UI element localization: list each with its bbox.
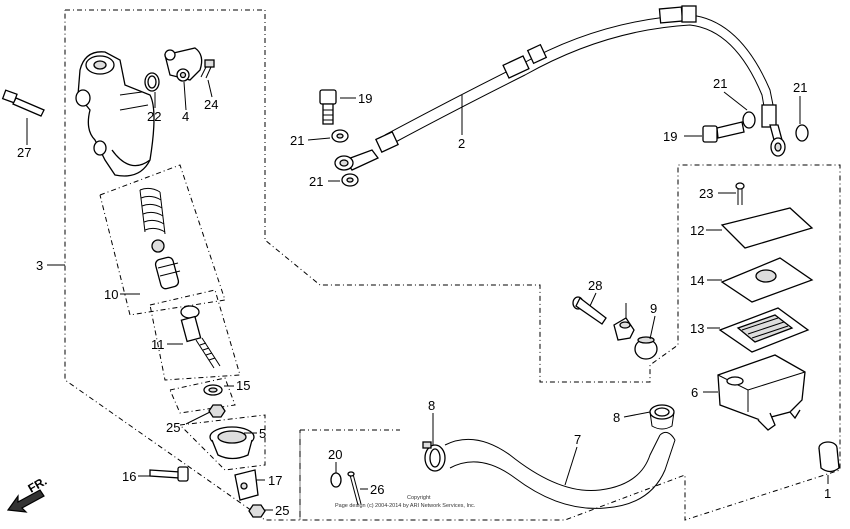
joint-fitting — [164, 47, 203, 82]
callout-28: 28 — [588, 278, 602, 293]
sealing-washer-d — [795, 124, 809, 142]
callout-8b: 8 — [613, 410, 620, 425]
sealing-washer-b-hole — [346, 177, 354, 183]
callout-8a: 8 — [428, 398, 435, 413]
callout-26: 26 — [370, 482, 384, 497]
diaphragm-13 — [718, 307, 810, 353]
callout-6: 6 — [691, 385, 698, 400]
push-rod — [180, 305, 221, 369]
callout-1: 1 — [824, 486, 831, 501]
callout-19a: 19 — [358, 91, 372, 106]
copyright-line-2: Page design (c) 2004-2014 by ARI Network… — [335, 503, 476, 509]
banjo-end-left — [334, 149, 380, 171]
callout-4: 4 — [182, 109, 189, 124]
copyright-line-1: Copyright — [407, 495, 431, 501]
callout-11: 11 — [151, 337, 165, 352]
bolt-28 — [572, 296, 607, 325]
callout-15: 15 — [236, 378, 250, 393]
banjo-bolt-left — [319, 89, 337, 125]
spring — [139, 187, 166, 235]
callout-20: 20 — [328, 447, 342, 462]
callout-16: 16 — [122, 469, 136, 484]
banjo-end-right — [769, 124, 786, 157]
callout-23: 23 — [699, 186, 713, 201]
washer-20 — [330, 472, 342, 488]
callout-27: 27 — [17, 145, 31, 160]
callout-21c: 21 — [713, 76, 727, 91]
hose-clamp-right — [649, 404, 675, 430]
nut-25-lower — [248, 504, 266, 518]
screw-24 — [200, 59, 215, 79]
cotter-pin-26 — [347, 471, 362, 506]
group-outline-left — [64, 9, 841, 521]
callout-17: 17 — [268, 473, 282, 488]
washer-15-hole — [208, 387, 218, 393]
sealing-washer-a-hole — [336, 133, 344, 139]
callout-13: 13 — [690, 321, 704, 336]
callout-3: 3 — [36, 258, 43, 273]
boot-5 — [209, 426, 255, 460]
reservoir-cap — [720, 207, 814, 249]
clevis-17 — [234, 469, 259, 501]
nut-25 — [208, 404, 226, 418]
brake-hose — [375, 5, 777, 154]
callout-14: 14 — [690, 273, 704, 288]
group-outline-boot — [179, 414, 266, 471]
o-ring-inner — [147, 75, 157, 89]
group-outline-inner — [99, 164, 226, 316]
leader-lines — [26, 79, 829, 511]
screw-23 — [735, 182, 745, 205]
bolt-16 — [149, 466, 189, 482]
callout-24: 24 — [204, 97, 218, 112]
reservoir-hose — [444, 431, 676, 509]
hose-clamp-left — [422, 441, 446, 472]
callout-9: 9 — [650, 301, 657, 316]
callout-25b: 25 — [275, 503, 289, 518]
callout-21a: 21 — [290, 133, 304, 148]
callout-12: 12 — [690, 223, 704, 238]
callout-25a: 25 — [166, 420, 180, 435]
group-outline-washer — [169, 377, 236, 414]
callout-labels: 3 10 11 15 25 5 16 17 25 27 22 4 24 19 2… — [17, 76, 831, 518]
spring-seat — [151, 239, 165, 253]
banjo-bolt-right — [702, 121, 745, 143]
callout-21b: 21 — [309, 174, 323, 189]
sealing-washer-c — [742, 111, 756, 129]
direction-label: FR. — [26, 474, 50, 496]
callout-2: 2 — [458, 136, 465, 151]
group-outline-piston — [149, 289, 241, 381]
plate-14 — [720, 257, 814, 303]
callout-10: 10 — [104, 287, 118, 302]
collar-18 — [613, 317, 635, 341]
callout-21d: 21 — [793, 80, 807, 95]
callout-22: 22 — [147, 109, 161, 124]
callout-19b: 19 — [663, 129, 677, 144]
callout-5: 5 — [259, 426, 266, 441]
cap-1 — [818, 441, 840, 473]
bolt-27 — [1, 89, 45, 117]
front-direction-arrow: FR. — [6, 474, 50, 513]
master-cylinder-body — [75, 51, 155, 177]
piston-cup — [154, 256, 181, 290]
reservoir-6 — [717, 354, 806, 431]
callout-7: 7 — [574, 432, 581, 447]
grommet-9 — [634, 336, 658, 360]
